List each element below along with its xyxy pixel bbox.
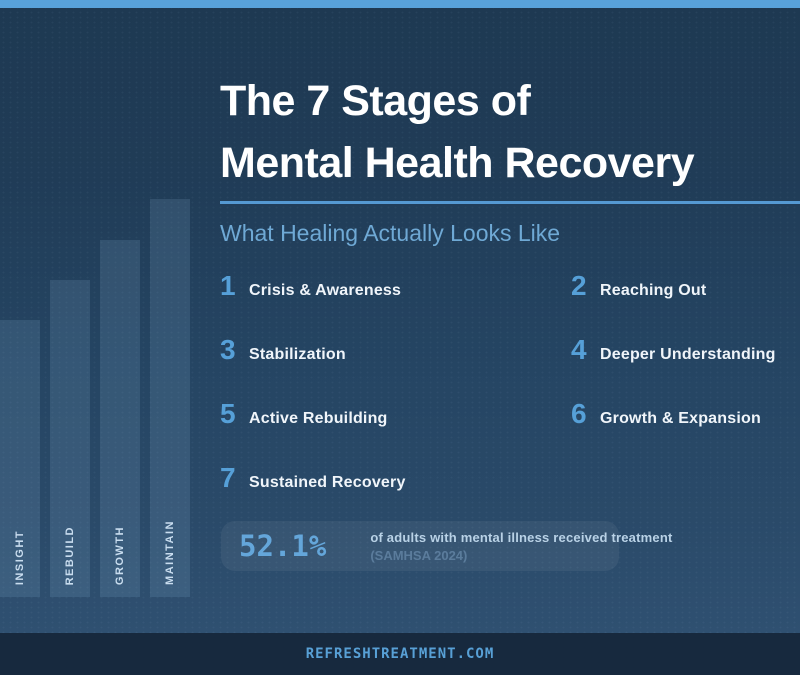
stages-list: 1 Crisis & Awareness 2 Reaching Out 3 St… [220, 270, 800, 526]
top-accent-bar [0, 0, 800, 8]
page-title-line1: The 7 Stages of [220, 77, 531, 125]
stage-number: 6 [571, 398, 587, 429]
stage-number: 2 [571, 270, 587, 301]
stage-label: Active Rebuilding [249, 410, 388, 427]
decor-bar-4: MAINTAIN [150, 199, 190, 597]
stage-number: 7 [220, 462, 236, 493]
stage-label: Crisis & Awareness [249, 282, 402, 299]
stage-number: 4 [571, 334, 587, 365]
stage-label: Sustained Recovery [249, 474, 406, 491]
treatment-stat-card: 52.1% of adults with mental illness rece… [221, 521, 672, 571]
stat-value: 52.1% [239, 529, 327, 563]
stage-label: Reaching Out [600, 282, 707, 299]
stage-item-6: 6 Growth & Expansion [571, 398, 800, 430]
bar-label: INSIGHT [14, 529, 26, 585]
stat-source: (SAMHSA 2024) [370, 547, 468, 563]
stage-number: 5 [220, 398, 236, 429]
stat-text-block: of adults with mental illness received t… [370, 530, 672, 563]
stage-label: Deeper Understanding [600, 346, 776, 363]
footer-website-text: REFRESHTREATMENT.COM [305, 646, 495, 662]
decor-bar-1: INSIGHT [0, 320, 40, 597]
stage-item-2: 2 Reaching Out [571, 270, 800, 302]
stage-number: 1 [220, 270, 236, 301]
stat-description: of adults with mental illness received t… [370, 529, 673, 545]
page-title: The 7 Stages of Mental Health Recovery [220, 70, 800, 194]
page-subtitle: What Healing Actually Looks Like [220, 220, 561, 246]
stage-item-4: 4 Deeper Understanding [571, 334, 800, 366]
stage-item-7: 7 Sustained Recovery [220, 462, 571, 494]
footer-band: REFRESHTREATMENT.COM [0, 633, 800, 675]
stage-label: Growth & Expansion [600, 410, 761, 427]
stage-item-5: 5 Active Rebuilding [220, 398, 571, 430]
bar-label: REBUILD [64, 525, 76, 585]
bar-label: MAINTAIN [164, 520, 176, 585]
bar-label: GROWTH [114, 525, 126, 585]
stage-label: Stabilization [249, 346, 346, 363]
main-content: The 7 Stages of Mental Health Recovery W… [220, 0, 800, 526]
stage-item-1: 1 Crisis & Awareness [220, 270, 571, 302]
decor-bar-3: GROWTH [100, 240, 140, 597]
title-underline-divider [220, 201, 800, 204]
recovery-bars-chart: INSIGHT REBUILD GROWTH MAINTAIN [0, 199, 190, 597]
stage-item-3: 3 Stabilization [220, 334, 571, 366]
background-gradient [0, 0, 800, 633]
decor-bar-2: REBUILD [50, 280, 90, 597]
page-title-line2: Mental Health Recovery [220, 139, 695, 187]
stage-number: 3 [220, 334, 236, 365]
